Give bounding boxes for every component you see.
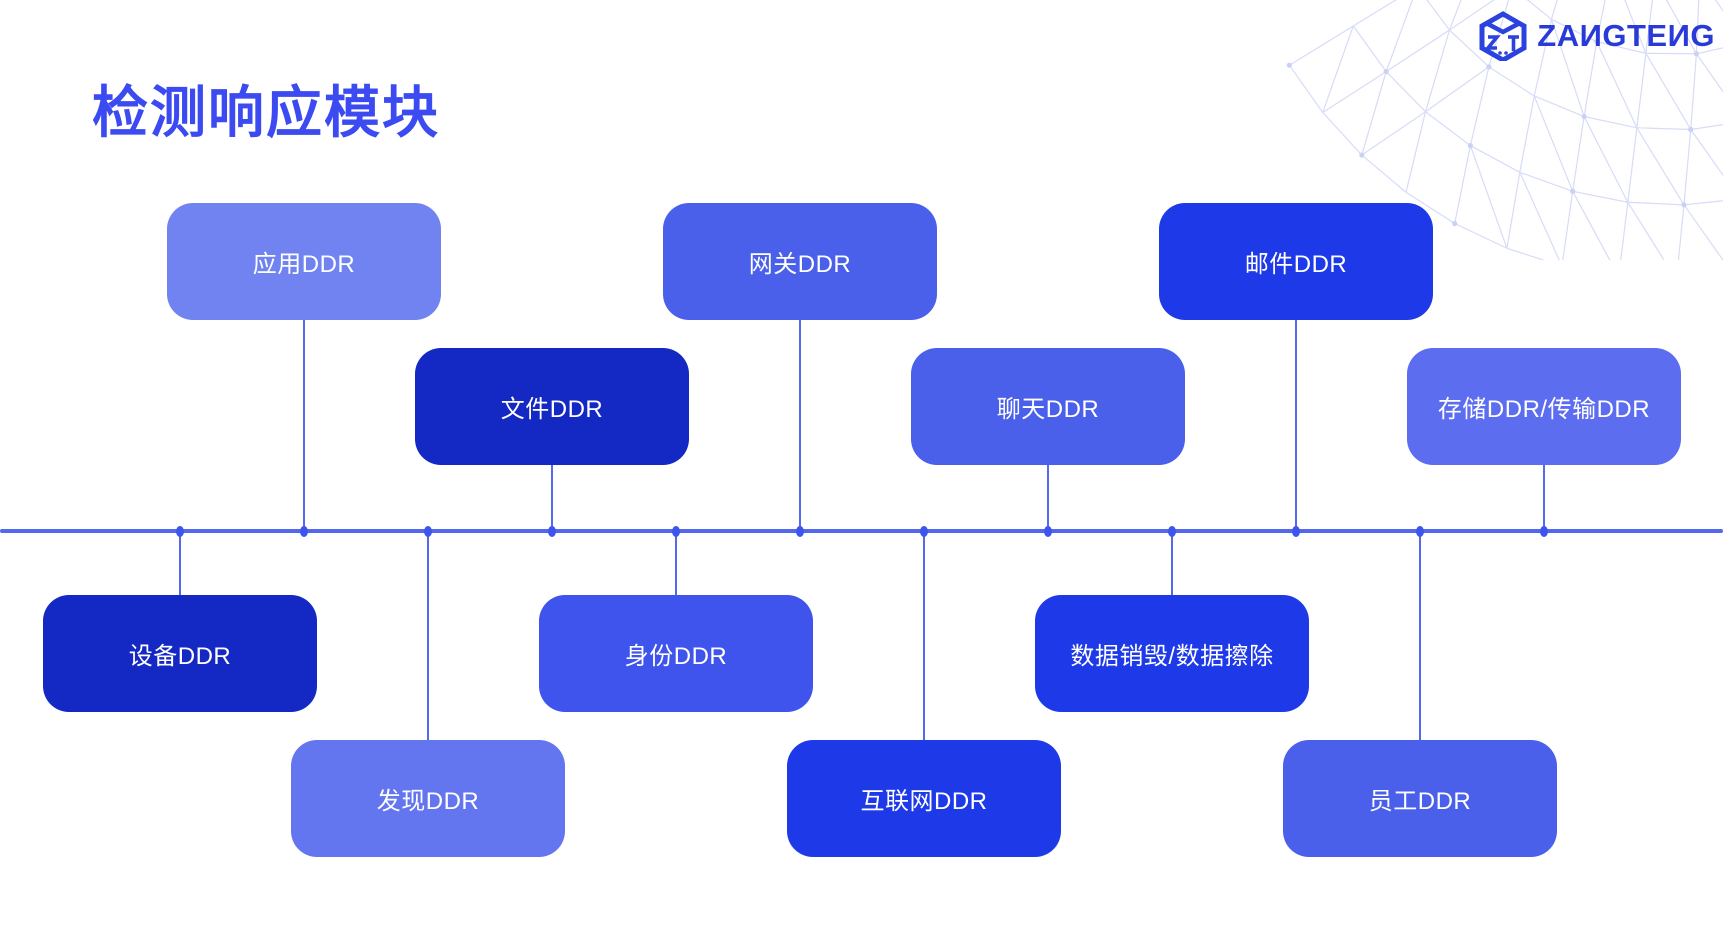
node-label: 身份DDR bbox=[624, 643, 728, 670]
connector-dot bbox=[548, 525, 556, 537]
connector-line bbox=[303, 320, 305, 531]
node-label: 邮件DDR bbox=[1244, 251, 1348, 278]
node-device-ddr: 设备DDR bbox=[43, 595, 317, 712]
node-data-destruction: 数据销毁/数据擦除 bbox=[1035, 595, 1309, 712]
connector-line bbox=[1047, 465, 1049, 531]
node-label: 聊天DDR bbox=[996, 396, 1100, 423]
node-label: 员工DDR bbox=[1368, 788, 1472, 815]
connector-line bbox=[1543, 465, 1545, 531]
node-label: 互联网DDR bbox=[860, 788, 988, 815]
timeline-axis bbox=[0, 529, 1723, 533]
zangteng-logo-text: ZAИGTEИG bbox=[1537, 18, 1715, 53]
connector-line bbox=[675, 531, 677, 595]
node-label: 存储DDR/传输DDR bbox=[1437, 396, 1651, 423]
connector-line bbox=[179, 531, 181, 595]
connector-line bbox=[551, 465, 553, 531]
page-title: 检测响应模块 bbox=[92, 81, 440, 144]
connector-line bbox=[1295, 320, 1297, 531]
node-label: 文件DDR bbox=[500, 396, 604, 423]
node-storage-transfer-ddr: 存储DDR/传输DDR bbox=[1407, 348, 1681, 465]
connector-dot bbox=[176, 525, 184, 537]
node-identity-ddr: 身份DDR bbox=[539, 595, 813, 712]
node-label: 数据销毁/数据擦除 bbox=[1070, 643, 1274, 670]
connector-line bbox=[1419, 531, 1421, 740]
node-email-ddr: 邮件DDR bbox=[1159, 203, 1433, 320]
node-label: 发现DDR bbox=[376, 788, 480, 815]
zangteng-cube-logo-icon bbox=[1479, 11, 1527, 61]
zangteng-logo: ZAИGTEИG bbox=[1478, 11, 1715, 61]
node-label: 网关DDR bbox=[748, 251, 852, 278]
connector-line bbox=[799, 320, 801, 531]
node-gateway-ddr: 网关DDR bbox=[663, 203, 937, 320]
connector-line bbox=[427, 531, 429, 740]
connector-dot bbox=[424, 525, 432, 537]
connector-line bbox=[1171, 531, 1173, 595]
connector-line bbox=[923, 531, 925, 740]
connector-dot bbox=[1044, 525, 1052, 537]
connector-dot bbox=[1292, 525, 1300, 537]
connector-dot bbox=[920, 525, 928, 537]
connector-dot bbox=[1540, 525, 1548, 537]
node-employee-ddr: 员工DDR bbox=[1283, 740, 1557, 857]
globe-mesh-decoration bbox=[1286, 0, 1723, 260]
node-label: 设备DDR bbox=[128, 643, 232, 670]
connector-dot bbox=[1416, 525, 1424, 537]
node-app-ddr: 应用DDR bbox=[167, 203, 441, 320]
node-chat-ddr: 聊天DDR bbox=[911, 348, 1185, 465]
connector-dot bbox=[300, 525, 308, 537]
node-file-ddr: 文件DDR bbox=[415, 348, 689, 465]
connector-dot bbox=[1168, 525, 1176, 537]
node-internet-ddr: 互联网DDR bbox=[787, 740, 1061, 857]
connector-dot bbox=[796, 525, 804, 537]
connector-dot bbox=[672, 525, 680, 537]
node-discovery-ddr: 发现DDR bbox=[291, 740, 565, 857]
node-label: 应用DDR bbox=[252, 251, 356, 278]
